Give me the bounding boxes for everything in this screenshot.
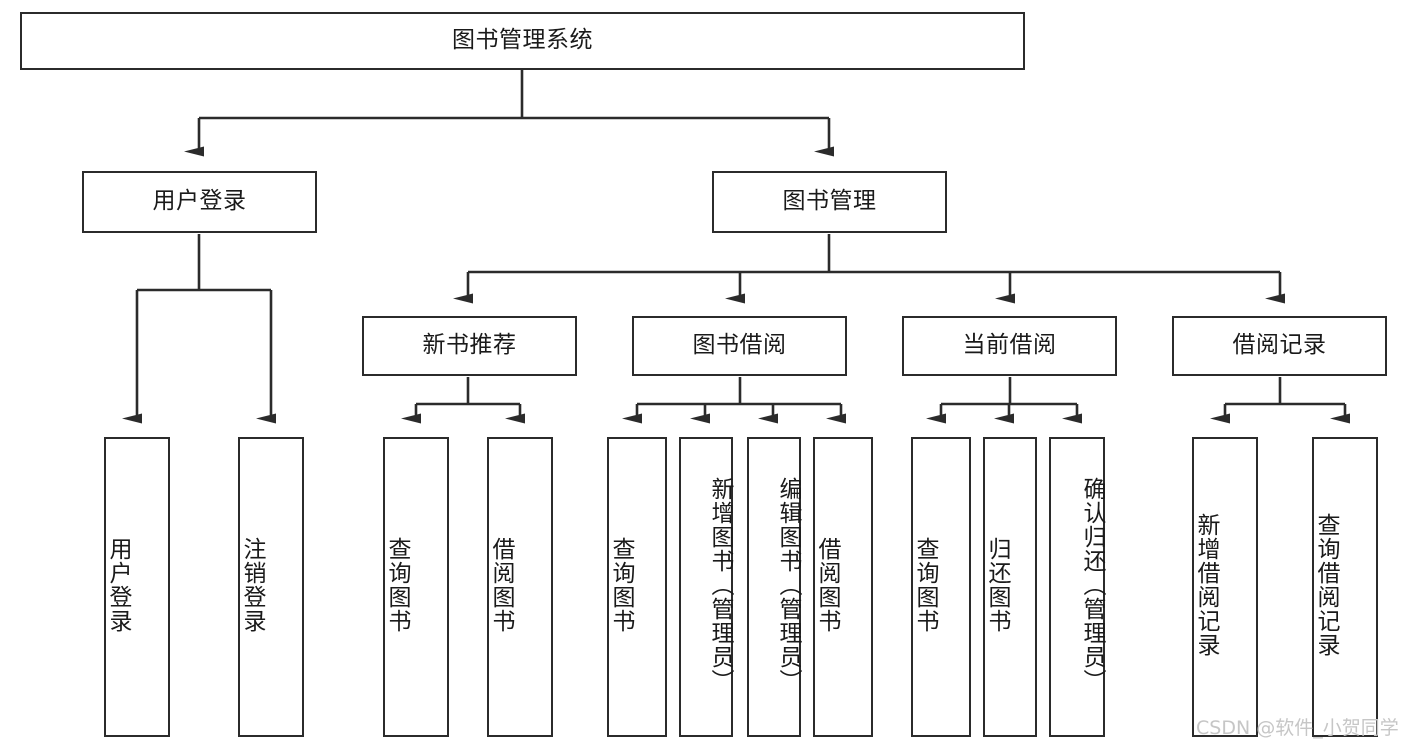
leaf-current-borrow-query[interactable]: 查询图书: [911, 437, 971, 737]
leaf-book-borrow-edit[interactable]: 编辑图书（管理员）: [747, 437, 801, 737]
node-label: 借阅记录: [1232, 332, 1327, 359]
node-label: 新增借阅记录: [1193, 513, 1219, 657]
node-label: 归还图书: [984, 537, 1010, 633]
leaf-current-borrow-return[interactable]: 归还图书: [983, 437, 1037, 737]
node-new-book-recommend[interactable]: 新书推荐: [362, 316, 577, 376]
node-label: 用户登录: [152, 188, 247, 215]
node-label: 查询图书: [912, 537, 938, 633]
node-label: 查询借阅记录: [1313, 513, 1339, 657]
leaf-book-borrow-lend[interactable]: 借阅图书: [813, 437, 873, 737]
node-label: 编辑图书（管理员）: [775, 477, 801, 693]
node-label: 用户登录: [105, 537, 131, 633]
node-user-login[interactable]: 用户登录: [82, 171, 317, 233]
node-label: 图书借阅: [692, 332, 787, 359]
node-label: 当前借阅: [962, 332, 1057, 359]
node-book-management[interactable]: 图书管理: [712, 171, 947, 233]
leaf-borrow-record-query[interactable]: 查询借阅记录: [1312, 437, 1378, 737]
leaf-current-borrow-confirm-return[interactable]: 确认归还（管理员）: [1049, 437, 1105, 737]
node-label: 查询图书: [608, 537, 634, 633]
node-label: 新书推荐: [422, 332, 517, 359]
node-current-borrow[interactable]: 当前借阅: [902, 316, 1117, 376]
node-label: 查询图书: [384, 537, 410, 633]
node-root-book-management-system[interactable]: 图书管理系统: [20, 12, 1025, 70]
node-label: 新增图书（管理员）: [707, 477, 733, 693]
node-book-borrow[interactable]: 图书借阅: [632, 316, 847, 376]
leaf-user-login-signin[interactable]: 用户登录: [104, 437, 170, 737]
node-label: 借阅图书: [814, 537, 840, 633]
node-label: 借阅图书: [488, 537, 514, 633]
node-label: 注销登录: [239, 537, 265, 633]
leaf-book-borrow-query[interactable]: 查询图书: [607, 437, 667, 737]
csdn-watermark: CSDN @软件_小贺同学: [1196, 717, 1399, 739]
leaf-new-book-borrow[interactable]: 借阅图书: [487, 437, 553, 737]
node-label: 图书管理系统: [452, 27, 593, 54]
node-label: 图书管理: [782, 188, 877, 215]
leaf-borrow-record-add[interactable]: 新增借阅记录: [1192, 437, 1258, 737]
leaf-new-book-query[interactable]: 查询图书: [383, 437, 449, 737]
node-borrow-record[interactable]: 借阅记录: [1172, 316, 1387, 376]
leaf-user-login-signout[interactable]: 注销登录: [238, 437, 304, 737]
node-label: 确认归还（管理员）: [1079, 477, 1105, 693]
leaf-book-borrow-add[interactable]: 新增图书（管理员）: [679, 437, 733, 737]
